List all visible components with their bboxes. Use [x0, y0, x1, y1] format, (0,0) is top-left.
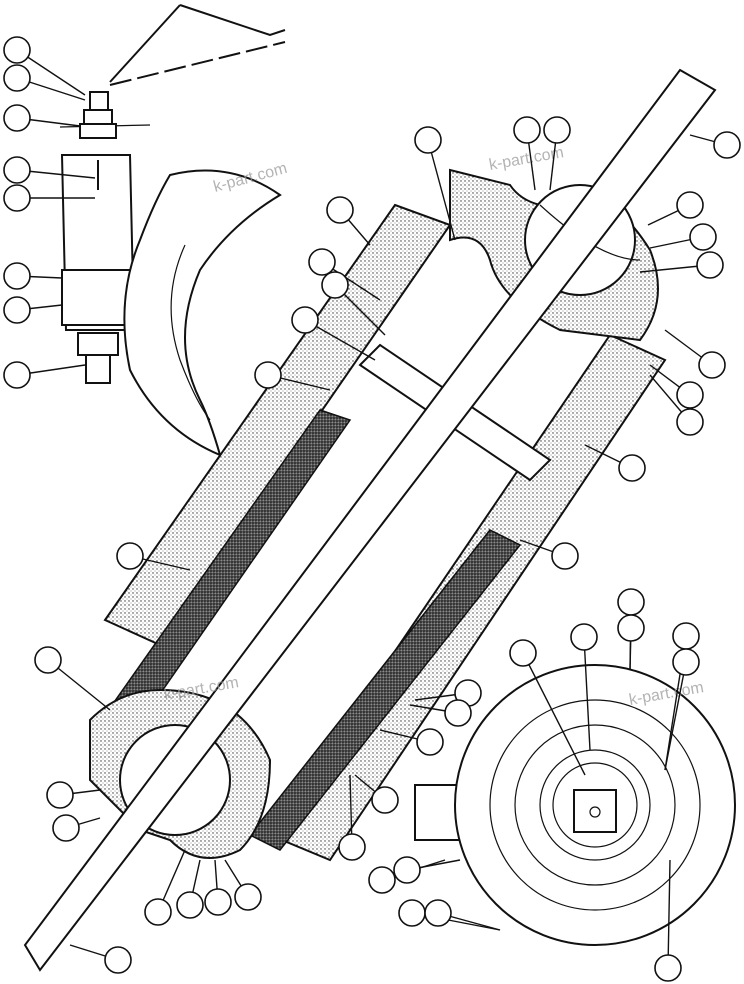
callout-bubble: [144, 898, 172, 926]
callout-bubble: [3, 184, 31, 212]
shaft: [23, 68, 717, 972]
callout-bubble: [570, 623, 598, 651]
callout-bubble: [696, 251, 724, 279]
callout-bubble: [52, 814, 80, 842]
callout-bubble: [617, 588, 645, 616]
callout-bubble: [308, 248, 336, 276]
callout-bubble: [551, 542, 579, 570]
callout-bubble: [676, 381, 704, 409]
callout-bubble: [3, 156, 31, 184]
callout-bubble: [291, 306, 319, 334]
callout-bubble: [368, 866, 396, 894]
callout-bubble: [618, 454, 646, 482]
callout-bubble: [321, 271, 349, 299]
callout-bubble: [424, 899, 452, 927]
sprocket-wheel: [123, 169, 282, 457]
callout-bubble: [254, 361, 282, 389]
callout-bubble: [176, 891, 204, 919]
callout-bubble: [234, 883, 262, 911]
callout-bubble: [672, 648, 700, 676]
callout-bubble: [3, 361, 31, 389]
callout-bubble: [513, 116, 541, 144]
callout-bubble: [116, 542, 144, 570]
callout-bubble: [698, 351, 726, 379]
callout-bubble: [3, 36, 31, 64]
callout-bubble: [3, 262, 31, 290]
leader-line: [667, 859, 671, 969]
callout-bubble: [676, 191, 704, 219]
end-cover: [414, 664, 736, 946]
callout-bubble: [416, 728, 444, 756]
leader-line: [427, 139, 456, 241]
callout-bubble: [104, 946, 132, 974]
callout-bubble: [398, 899, 426, 927]
roller-frame: [103, 203, 667, 862]
callout-bubble: [543, 116, 571, 144]
callout-bubble: [672, 622, 700, 650]
callout-bubble: [617, 614, 645, 642]
callout-bubble: [713, 131, 741, 159]
callout-bubble: [338, 833, 366, 861]
callout-bubble: [371, 786, 399, 814]
callout-bubble: [444, 699, 472, 727]
callout-bubble: [654, 954, 682, 982]
leader-line: [583, 636, 591, 751]
callout-bubble: [3, 64, 31, 92]
callout-bubble: [34, 646, 62, 674]
leader-line: [522, 652, 586, 776]
callout-bubble: [676, 408, 704, 436]
callout-bubble: [689, 223, 717, 251]
callout-bubbles: [3, 36, 741, 982]
callout-bubble: [3, 296, 31, 324]
callout-bubble: [3, 104, 31, 132]
callout-bubble: [393, 856, 421, 884]
cylinder-assembly: [59, 4, 286, 384]
callout-bubble: [509, 639, 537, 667]
callout-bubble: [204, 888, 232, 916]
callout-bubble: [414, 126, 442, 154]
leader-line: [664, 661, 687, 771]
callout-bubble: [46, 781, 74, 809]
callout-bubble: [326, 196, 354, 224]
